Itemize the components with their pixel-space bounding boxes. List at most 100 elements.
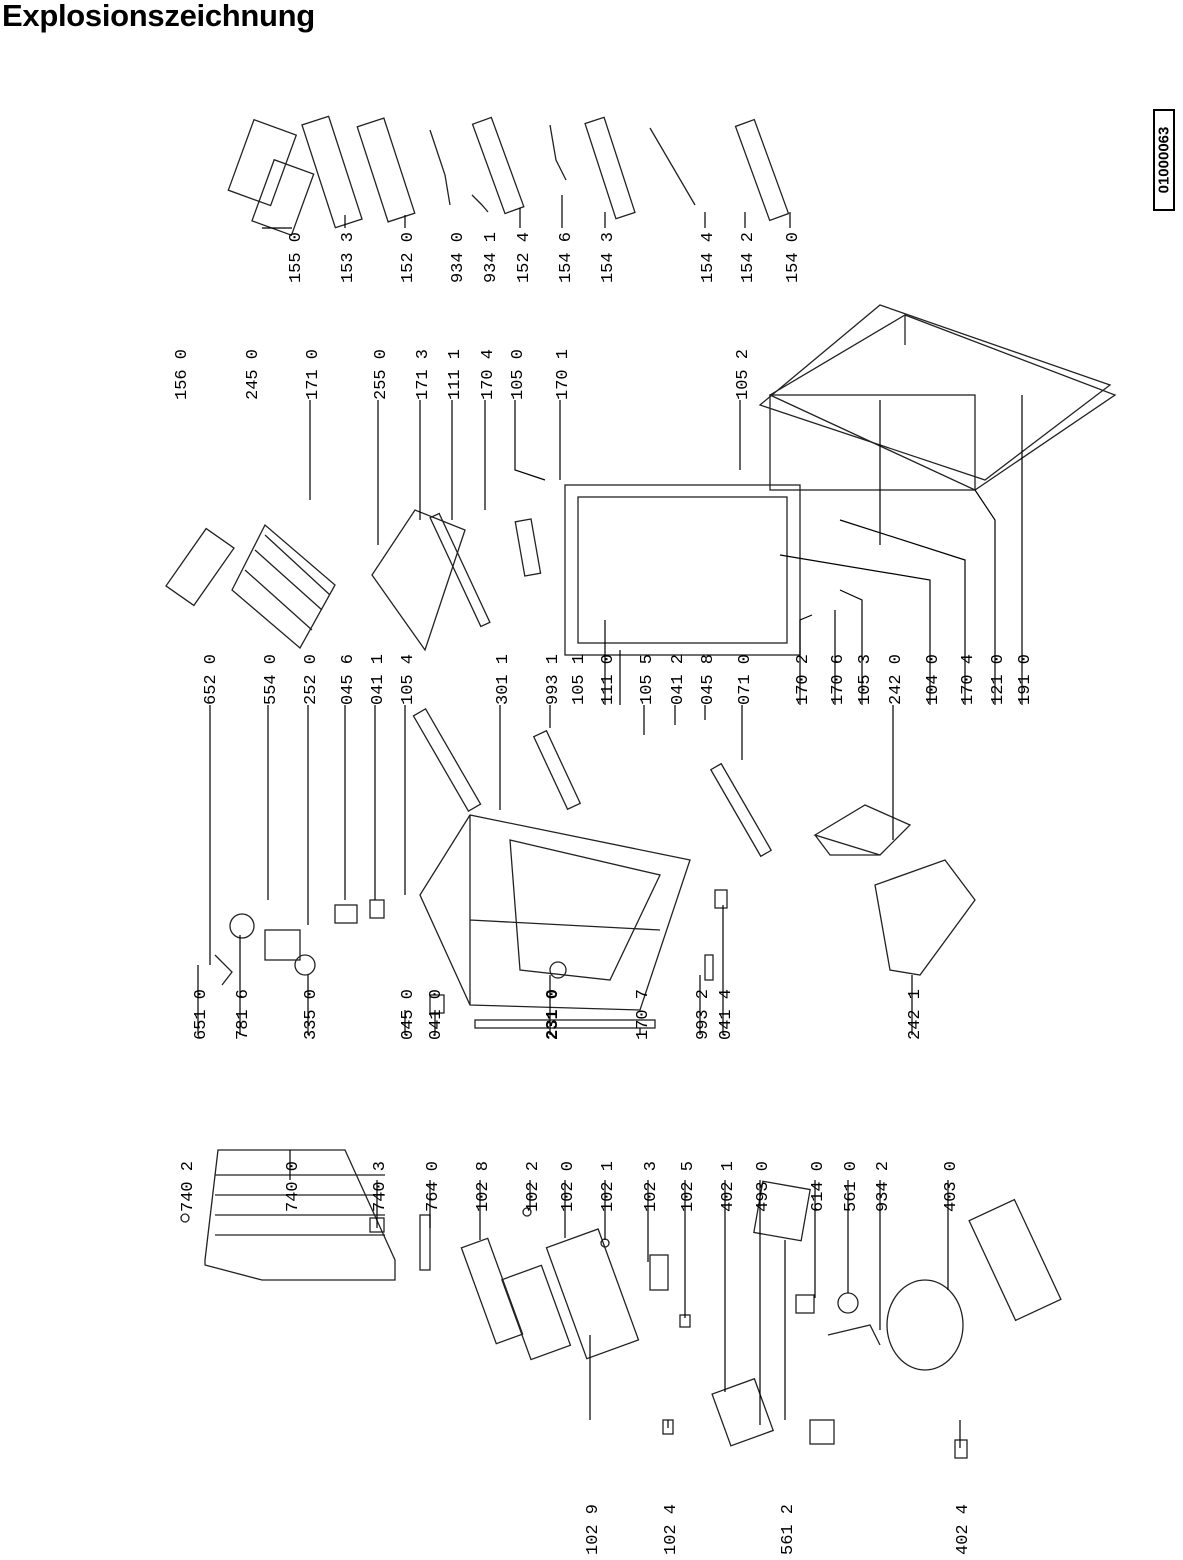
bracket-icon [429,129,451,206]
part-label: 153 3 [339,232,358,283]
part-label: 105 4 [399,654,418,705]
rail-icon [501,1264,572,1361]
part-label: 554 0 [262,654,281,705]
part-label: 231 0 [544,989,563,1040]
compressor-icon [886,1279,964,1371]
part-label: 652 0 [202,654,221,705]
part-label: 493 0 [754,1161,773,1212]
document-number-box: 01000063 [1153,109,1175,211]
screw-icon [180,1213,190,1223]
leader-lines [197,195,1023,1448]
part-label: 041 0 [427,989,446,1040]
part-label: 104 0 [924,654,943,705]
part-label: 252 0 [302,654,321,705]
crisper-drawer-icon [813,804,912,856]
ice-tray-icon [165,527,235,607]
door-shelf-icon [734,118,790,222]
part-label: 402 4 [954,1504,973,1555]
cabinet-liner-icon [509,839,661,981]
screw-icon [600,1238,610,1248]
part-label: 156 0 [173,349,192,400]
part-label: 105 5 [638,654,657,705]
rail-icon [412,707,482,813]
part-label: 152 0 [399,232,418,283]
thermostat-knob-icon [704,954,714,981]
part-label: 154 4 [699,232,718,283]
part-label: 154 6 [557,232,576,283]
part-label: 561 2 [779,1504,798,1555]
rail-icon [532,729,582,811]
foot-icon [474,1019,656,1029]
part-label: 255 0 [372,349,391,400]
part-label: 191 0 [1016,654,1035,705]
clip-icon [471,194,489,213]
part-label: 764 0 [424,1161,443,1212]
door-shelf-icon [471,116,525,215]
door-panel-icon [768,314,1117,491]
relay-icon [711,1377,775,1447]
part-label: 045 0 [399,989,418,1040]
part-label: 301 1 [494,654,513,705]
thermostat-icon [214,954,233,986]
part-label: 105 3 [856,654,875,705]
part-label: 071 0 [736,654,755,705]
part-label: 102 9 [584,1504,603,1555]
bracket-icon [649,1254,669,1291]
grommet-icon [954,1439,968,1459]
condenser-icon [204,1149,396,1281]
part-label: 245 0 [244,349,263,400]
part-label: 154 2 [739,232,758,283]
part-label: 993 1 [544,654,563,705]
part-label: 170 1 [554,349,573,400]
part-label: 121 0 [989,654,1008,705]
part-label: 170 4 [479,349,498,400]
switch-box-icon [264,929,301,961]
part-illustrations [165,115,1117,1459]
part-label: 045 8 [699,654,718,705]
lamp-holder-icon [334,904,358,924]
part-label: 152 4 [515,232,534,283]
part-label: 993 2 [694,989,713,1040]
part-label: 102 5 [679,1161,698,1212]
part-label: 242 0 [887,654,906,705]
cable-icon [827,1324,881,1346]
door-panel-icon [769,394,976,491]
door-shelf-icon [584,116,636,220]
part-label: 154 0 [784,232,803,283]
crisper-drawer-icon [874,859,976,976]
small-clip-icon [429,994,445,1014]
capillary-icon [419,1214,431,1271]
clip-icon [795,1294,815,1314]
screw-icon [522,1207,532,1217]
part-label: 561 0 [842,1161,861,1212]
part-label: 403 0 [942,1161,961,1212]
part-label: 155 0 [287,232,306,283]
part-label: 102 0 [559,1161,578,1212]
protector-icon [809,1419,835,1445]
relay-box-icon [753,1180,811,1242]
part-label: 171 3 [414,349,433,400]
capacitor-icon [837,1292,859,1314]
part-label: 740 2 [179,1161,198,1212]
door-frame-inner-icon [577,496,788,644]
strip-icon [514,518,542,577]
small-clip-icon [369,899,385,919]
part-label: 045 6 [339,654,358,705]
part-label: 111 0 [599,654,618,705]
part-label: 170 2 [794,654,813,705]
part-label: 740 0 [284,1161,303,1212]
bracket-icon [714,889,728,909]
part-label: 934 1 [482,232,501,283]
door-shelf-icon [356,117,416,223]
part-label: 041 4 [717,989,736,1040]
part-label: 781 6 [234,989,253,1040]
wire-shelf-icon [231,523,336,650]
part-label: 102 1 [599,1161,618,1212]
egg-tray-icon [227,118,298,207]
door-shelf-icon [301,115,363,229]
button-icon [549,961,567,979]
part-label: 041 1 [369,654,388,705]
door-frame-icon [564,484,801,656]
part-label: 934 2 [874,1161,893,1212]
